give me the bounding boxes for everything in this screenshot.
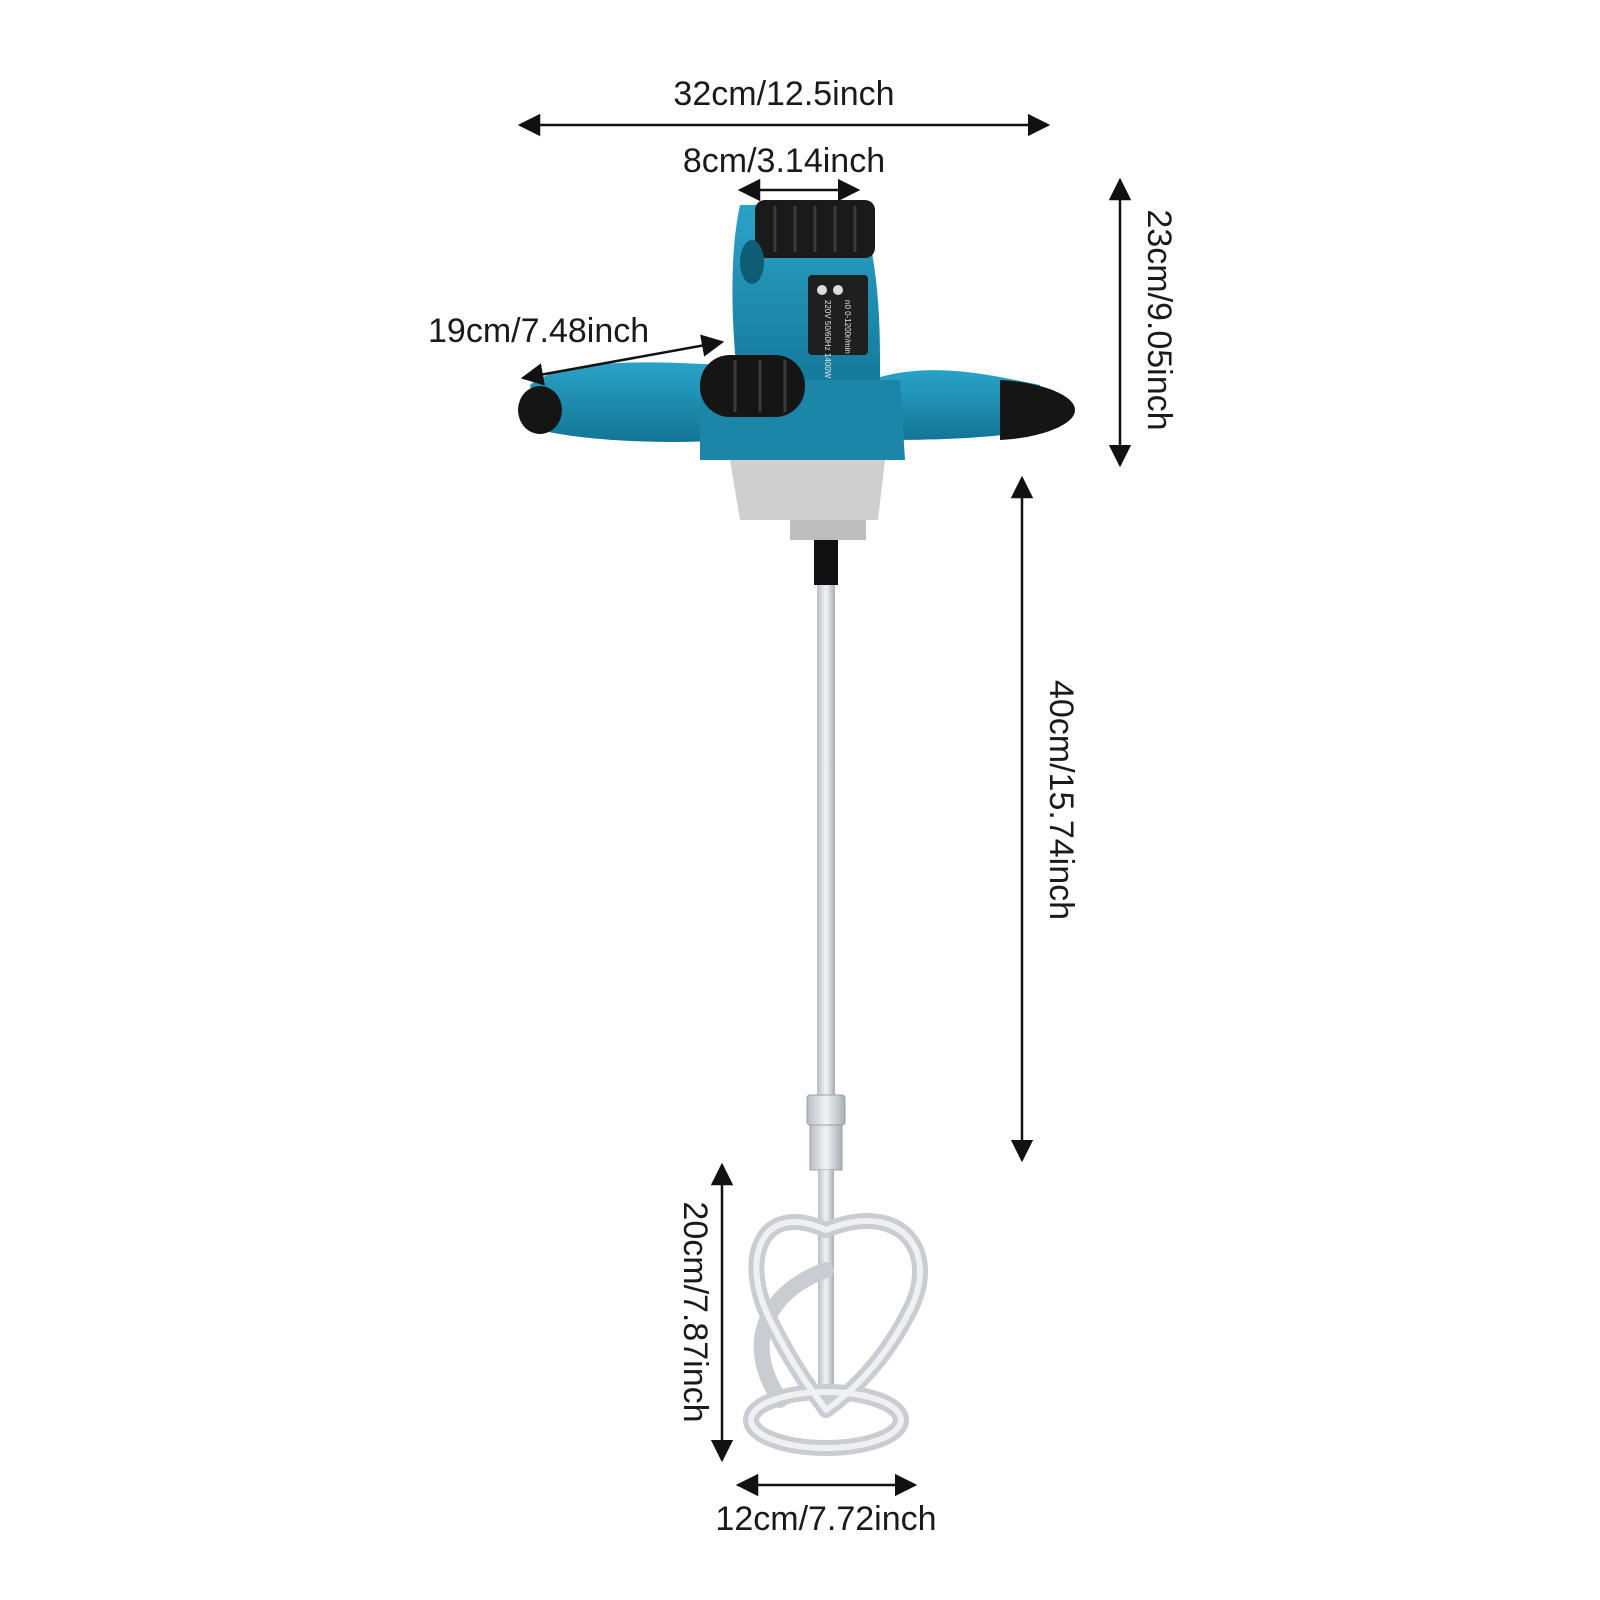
right-handle xyxy=(870,370,1040,440)
right-grip-cap xyxy=(1000,380,1075,440)
speed-dial xyxy=(740,240,764,284)
mixing-shaft xyxy=(817,585,835,1095)
gearbox xyxy=(730,460,885,520)
center-grip-left xyxy=(700,355,805,417)
rating-label-line-1: 220V 50/60Hz 1400W xyxy=(823,300,832,379)
head-height-label: 23cm/9.05inch xyxy=(1140,209,1178,430)
top-width-label: 8cm/3.14inch xyxy=(683,142,885,180)
chuck xyxy=(790,520,866,540)
left-grip-cap xyxy=(518,386,562,434)
shaft-length-label: 40cm/15.74inch xyxy=(1042,680,1080,920)
shaft-collar xyxy=(814,540,838,585)
label-logo-icon xyxy=(817,285,827,295)
label-cert-icon xyxy=(833,285,843,295)
rating-label xyxy=(808,275,868,355)
dimension-lines xyxy=(517,113,1132,1497)
shaft-coupler xyxy=(809,1124,843,1171)
lower-shaft xyxy=(818,1170,834,1410)
shaft-coupler-nut xyxy=(806,1094,846,1126)
paddle-width-label: 12cm/7.72inch xyxy=(715,1500,936,1538)
paddle-height-label: 20cm/7.87inch xyxy=(676,1201,714,1422)
mixing-paddle-highlight xyxy=(748,1218,923,1451)
handle-length-label: 19cm/7.48inch xyxy=(428,312,649,350)
rating-label-line-2: n0 0-1200r/min xyxy=(843,300,852,354)
overall-width-label: 32cm/12.5inch xyxy=(673,75,894,113)
mixer-illustration: 220V 50/60Hz 1400W n0 0-1200r/min xyxy=(518,200,1075,1456)
handle-length-arrow xyxy=(520,334,725,386)
